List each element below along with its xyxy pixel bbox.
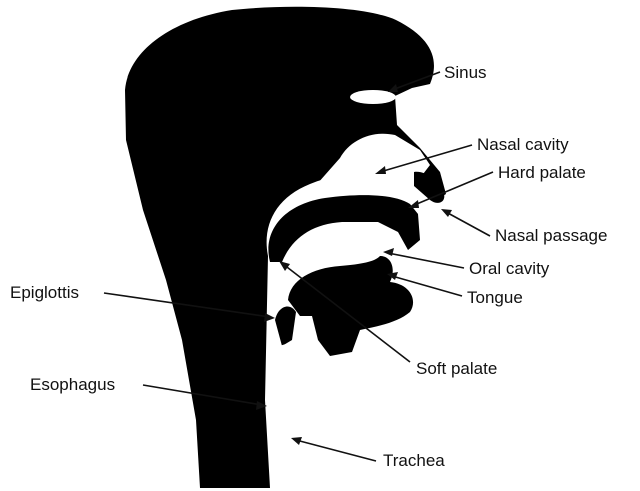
label-soft-palate: Soft palate <box>416 359 497 378</box>
label-hard-palate: Hard palate <box>498 163 586 182</box>
nasal-passage-arrow-tip <box>441 209 452 217</box>
label-epiglottis: Epiglottis <box>10 283 79 302</box>
label-esophagus: Esophagus <box>30 375 115 394</box>
label-trachea: Trachea <box>383 451 445 470</box>
sinus-opening <box>350 90 396 104</box>
label-sinus: Sinus <box>444 63 487 82</box>
label-tongue: Tongue <box>467 288 523 307</box>
trachea-gap <box>296 346 312 488</box>
label-nasal-cavity: Nasal cavity <box>477 135 569 154</box>
label-nasal-passage: Nasal passage <box>495 226 607 245</box>
label-oral-cavity: Oral cavity <box>469 259 550 278</box>
nasal-passage-leader <box>446 212 490 236</box>
